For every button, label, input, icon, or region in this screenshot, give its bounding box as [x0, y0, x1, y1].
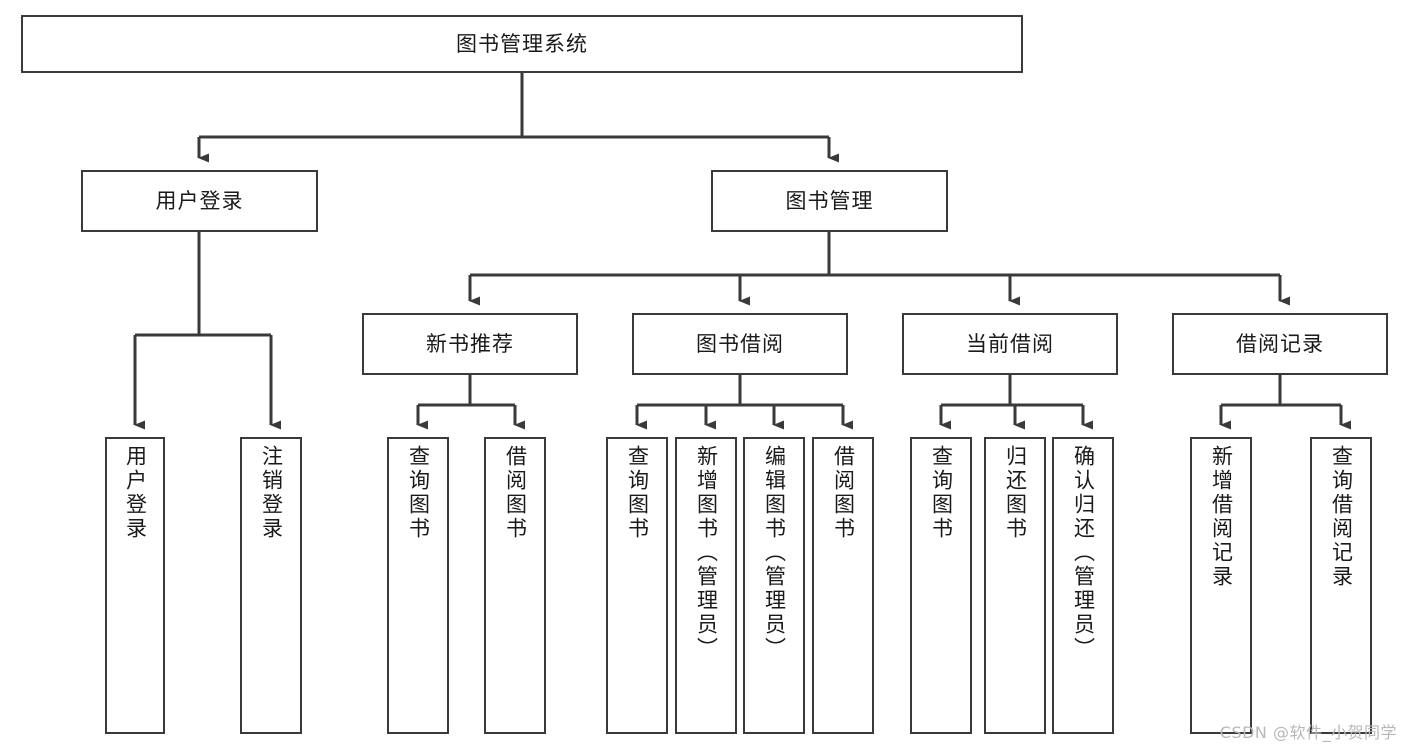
node-label: 编辑图书（管理员）: [762, 445, 787, 661]
leaf-borrow-book-1[interactable]: 借阅图书: [484, 437, 546, 734]
edge-current-borrow-to-leaves: [939, 375, 1093, 430]
watermark-text: CSDN @软件_小贺同学: [1219, 723, 1397, 742]
leaf-query-book-2[interactable]: 查询图书: [606, 437, 668, 734]
node-label: 图书管理: [785, 188, 874, 213]
leaf-query-borrow-record[interactable]: 查询借阅记录: [1310, 437, 1372, 734]
leaf-query-book-3[interactable]: 查询图书: [910, 437, 972, 734]
leaf-borrow-book-2[interactable]: 借阅图书: [812, 437, 874, 734]
leaf-edit-book-admin[interactable]: 编辑图书（管理员）: [743, 437, 805, 734]
node-borrowing-record[interactable]: 借阅记录: [1172, 313, 1388, 375]
node-label: 借阅图书: [831, 445, 856, 541]
leaf-query-book-1[interactable]: 查询图书: [387, 437, 449, 734]
leaf-user-login[interactable]: 用户登录: [105, 437, 165, 734]
node-user-login[interactable]: 用户登录: [81, 170, 318, 232]
node-label: 查询借阅记录: [1329, 445, 1354, 589]
node-label: 查询图书: [929, 445, 954, 541]
leaf-confirm-return-admin[interactable]: 确认归还（管理员）: [1052, 437, 1114, 734]
node-label: 归还图书: [1003, 445, 1028, 541]
node-new-book-recommendation[interactable]: 新书推荐: [362, 313, 578, 375]
edge-root-to-level2: [197, 73, 839, 163]
node-label: 借阅图书: [503, 445, 528, 541]
leaf-add-book-admin[interactable]: 新增图书（管理员）: [675, 437, 737, 734]
node-book-management[interactable]: 图书管理: [711, 170, 948, 232]
node-label: 图书借阅: [696, 331, 784, 356]
leaf-add-borrow-record[interactable]: 新增借阅记录: [1190, 437, 1252, 734]
edge-book-mgmt-to-level3: [468, 232, 1290, 306]
node-book-borrowing[interactable]: 图书借阅: [632, 313, 848, 375]
node-label: 用户登录: [123, 445, 148, 541]
leaf-user-logout[interactable]: 注销登录: [240, 437, 302, 734]
node-label: 图书管理系统: [456, 31, 588, 56]
node-current-borrowing[interactable]: 当前借阅: [902, 313, 1118, 375]
node-label: 注销登录: [259, 445, 284, 541]
edge-new-book-rec-to-leaves: [416, 375, 525, 430]
leaf-return-book[interactable]: 归还图书: [984, 437, 1046, 734]
node-label: 新增借阅记录: [1209, 445, 1234, 589]
node-label: 借阅记录: [1236, 331, 1324, 356]
node-label: 新书推荐: [426, 331, 514, 356]
node-label: 确认归还（管理员）: [1071, 445, 1096, 661]
node-label: 用户登录: [155, 188, 244, 213]
node-label: 新增图书（管理员）: [694, 445, 719, 661]
edge-book-borrow-to-leaves: [635, 375, 853, 430]
edge-user-login-to-leaves: [133, 232, 281, 430]
node-root-system[interactable]: 图书管理系统: [21, 15, 1023, 73]
node-label: 查询图书: [406, 445, 431, 541]
node-label: 当前借阅: [966, 331, 1054, 356]
edge-borrow-record-to-leaves: [1219, 375, 1351, 430]
node-label: 查询图书: [625, 445, 650, 541]
